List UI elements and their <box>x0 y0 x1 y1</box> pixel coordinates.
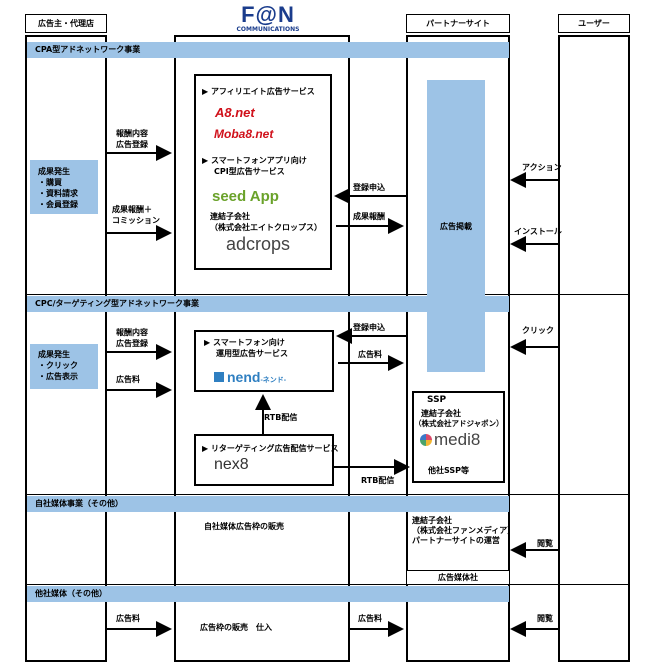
cpa-adv-line: ・資料請求 <box>38 189 78 198</box>
moba8-logo: Moba8.net <box>214 127 274 141</box>
fan-logo-text: F@N <box>241 2 295 27</box>
ad-post-label: 広告掲載 <box>440 222 472 231</box>
ad-media-company-label: 広告媒体社 <box>406 570 510 585</box>
band-cpc: CPC/ターゲティング型アドネットワーク事業 <box>27 296 509 312</box>
ssp-other: 他社SSP等 <box>428 466 470 475</box>
nend-title: ▶ スマートフォン向け <box>204 338 285 347</box>
cpa-adv-line: 成果発生 <box>38 167 70 176</box>
cpc-adv-line: 成果発生 <box>38 350 70 359</box>
other-adfee2-label: 広告料 <box>358 614 382 623</box>
band-other: 他社媒体（その他） <box>27 586 509 602</box>
own-view-label: 閲覧 <box>537 539 553 548</box>
ad-post-bar <box>427 80 485 372</box>
cpa-arrow2-label: 成果報酬＋ <box>112 205 152 214</box>
install-label: インストール <box>514 227 562 236</box>
seedapp-logo: seed App <box>212 188 279 205</box>
nex8-logo: nex8 <box>214 456 249 473</box>
cpa-adv-line: ・購買 <box>38 178 62 187</box>
other-adfee1-label: 広告料 <box>116 614 140 623</box>
cpa-advertiser-box: 成果発生 ・購買 ・資料請求 ・会員登録 <box>30 160 98 214</box>
ssp-title: SSP <box>427 395 447 405</box>
fan-logo: F@N COMMUNICATIONS <box>218 4 318 34</box>
band-cpa: CPA型アドネットワーク事業 <box>27 42 509 58</box>
rtb2-label: RTB配信 <box>361 476 395 485</box>
cpa-subsidiary: （株式会社エイトクロップス） <box>210 223 322 232</box>
partner-header: パートナーサイト <box>406 14 510 33</box>
user-header: ユーザー <box>558 14 630 33</box>
separator <box>25 584 630 585</box>
ssp-sub: 連結子会社 <box>421 409 461 418</box>
medi8-icon <box>420 434 432 446</box>
smartphone-title: ▶ スマートフォンアプリ向け <box>202 156 307 165</box>
affiliate-title: ▶ アフィリエイト広告サービス <box>202 87 315 96</box>
other-sale-label: 広告枠の販売 仕入 <box>200 623 272 632</box>
separator <box>25 494 630 495</box>
nex8-title-text: リターゲティング広告配信サービス <box>210 444 339 453</box>
own-subsidiary: 連結子会社 <box>412 516 452 525</box>
cpc-signup-label: 登録申込 <box>353 323 385 332</box>
nex8-title: ▶ リターゲティング広告配信サービス <box>202 444 339 453</box>
medi8-logo: medi8 <box>420 430 480 450</box>
cpc-arrow2-label: 広告料 <box>116 375 140 384</box>
advertiser-header: 広告主・代理店 <box>25 14 107 33</box>
adcrops-logo: adcrops <box>226 234 291 254</box>
cpc-arrow1-label: 報酬内容 <box>116 328 148 337</box>
cpc-adfee-label: 広告料 <box>358 350 382 359</box>
nex8-box <box>194 434 334 486</box>
own-sale-label: 自社媒体広告枠の販売 <box>204 522 284 531</box>
cpc-adv-line: ・クリック <box>38 361 78 370</box>
smartphone-title-text: スマートフォンアプリ向け <box>210 156 307 165</box>
own-subsidiary: パートナーサイトの運営 <box>412 536 500 545</box>
cpa-fan-services-box <box>194 74 332 270</box>
nend-title-2: 運用型広告サービス <box>216 349 288 358</box>
band-own: 自社媒体事業（その他） <box>27 496 509 512</box>
nend-icon <box>214 372 224 382</box>
own-subsidiary: （株式会社ファンメディア） <box>412 526 516 535</box>
cpa-adv-line: ・会員登録 <box>38 200 78 209</box>
nend-box <box>194 330 334 392</box>
ssp-sub: （株式会社アドジャポン） <box>414 419 504 428</box>
cpc-adv-line: ・広告表示 <box>38 372 78 381</box>
fan-logo-subtext: COMMUNICATIONS <box>236 26 300 33</box>
rtb1-label: RTB配信 <box>264 413 298 422</box>
nend-logo-sub: -ネンド- <box>260 377 287 384</box>
nend-logo: nend-ネンド- <box>214 369 286 385</box>
a8-logo: A8.net <box>215 105 255 120</box>
nend-logo-text: nend <box>227 369 261 385</box>
action-label: アクション <box>522 163 562 172</box>
cpa-subsidiary: 連結子会社 <box>210 212 250 221</box>
cpa-arrow1-label: 報酬内容 <box>116 129 148 138</box>
cpa-arrow2-label: コミッション <box>112 216 160 225</box>
separator <box>25 294 630 295</box>
cpc-advertiser-box: 成果発生 ・クリック ・広告表示 <box>30 344 98 389</box>
smartphone-title-2: CPI型広告サービス <box>214 167 285 176</box>
cpc-arrow1-label: 広告登録 <box>116 339 148 348</box>
click-label: クリック <box>522 326 554 335</box>
medi8-logo-text: medi8 <box>434 430 481 449</box>
affiliate-title-text: アフィリエイト広告サービス <box>210 87 315 96</box>
cpa-signup-label: 登録申込 <box>353 183 385 192</box>
cpa-arrow1-label: 広告登録 <box>116 140 148 149</box>
cpa-reward-label: 成果報酬 <box>353 212 385 221</box>
user-column <box>558 35 630 662</box>
other-view-label: 閲覧 <box>537 614 553 623</box>
nend-title-text: スマートフォン向け <box>212 338 285 347</box>
